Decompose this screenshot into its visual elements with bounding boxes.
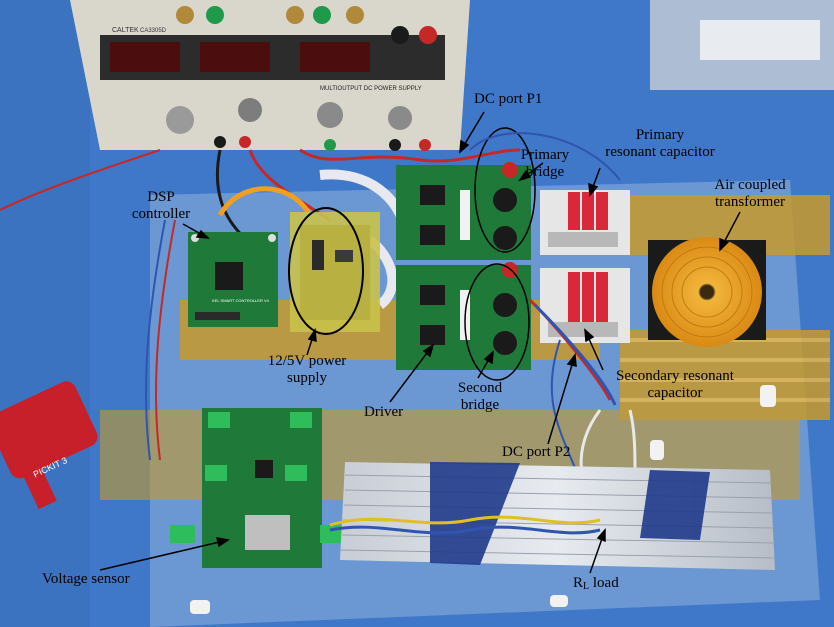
label-driver: Driver [364, 404, 404, 420]
label-load-word: load [589, 575, 619, 591]
dc-power-supply [70, 0, 470, 151]
label-primary-resonant-capacitor: Primary resonant capacitor [585, 127, 735, 161]
label-second-bridge-line2: bridge [460, 397, 500, 413]
label-primary-bridge-line2: bridge [525, 164, 565, 180]
annotation-arrows [99, 111, 741, 574]
label-dc-port-p1: DC port P1 [474, 91, 543, 107]
label-power-supply-line1: 12/5V power [267, 353, 347, 369]
label-secondary-resonant-capacitor: Secondary resonant capacitor [600, 368, 750, 402]
primary-resonant-capacitor [540, 190, 630, 255]
load-heatsink [329, 462, 775, 570]
air-coupled-transformer [648, 237, 766, 347]
label-dsp-controller: DSP controller [130, 189, 192, 223]
label-secondary-resonant-capacitor-line1: Secondary resonant [616, 368, 734, 384]
label-second-bridge: Second bridge [449, 380, 511, 414]
supply-model-text: CA3305D [140, 28, 167, 34]
label-primary-bridge: Primary bridge [510, 147, 580, 181]
supply-panel-text: MULTIOUTPUT DC POWER SUPPLY [320, 86, 422, 92]
ribbon-cable [217, 186, 313, 217]
label-primary-bridge-line1: Primary [520, 147, 570, 163]
label-dsp-controller-line2: controller [131, 206, 191, 222]
second-bridge-highlight [464, 263, 530, 381]
label-load-symbol: R [573, 575, 584, 591]
power-supply-highlight [288, 207, 364, 335]
primary-bridge-board [396, 162, 531, 260]
label-power-supply-line2: supply [286, 370, 327, 386]
label-power-supply: 12/5V power supply [252, 353, 362, 387]
dsp-controller-board [188, 232, 278, 327]
standoffs [190, 385, 776, 614]
second-bridge-board [396, 262, 531, 370]
label-load-subscript: L [583, 581, 590, 592]
label-primary-resonant-capacitor-line1: Primary [635, 127, 685, 143]
label-air-coupled-transformer: Air coupled transformer [700, 177, 800, 211]
power-supply-board [290, 212, 380, 332]
supply-brand-text: CALTEK [112, 27, 139, 34]
label-air-coupled-transformer-line1: Air coupled [714, 177, 786, 193]
label-air-coupled-transformer-line2: transformer [715, 194, 785, 210]
label-load: RL load [573, 575, 619, 595]
label-secondary-resonant-capacitor-line2: capacitor [647, 385, 703, 401]
label-primary-resonant-capacitor-line2: resonant capacitor [605, 144, 715, 160]
label-voltage-sensor: Voltage sensor [42, 571, 130, 587]
label-dc-port-p2: DC port P2 [502, 444, 571, 460]
secondary-resonant-capacitor [540, 268, 630, 343]
label-dsp-controller-line1: DSP [147, 189, 175, 205]
primary-bridge-highlight [474, 127, 536, 253]
pickit-programmer [0, 381, 98, 510]
label-second-bridge-line1: Second [457, 380, 503, 396]
dsp-board-text: KEL SMART CONTROLLER V4 [212, 298, 270, 303]
